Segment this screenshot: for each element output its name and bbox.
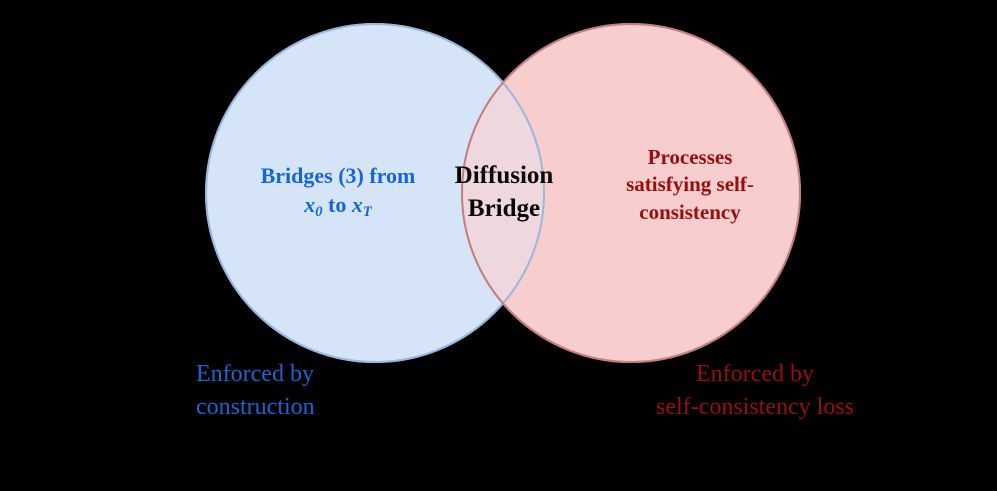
left-set-outline	[205, 23, 545, 363]
right-set-label: Processes satisfying self- consistency	[600, 144, 780, 226]
left-caption-line-1: Enforced by	[196, 361, 314, 387]
right-set-label-line-2: satisfying self-	[626, 172, 754, 197]
formula-xT-var: x	[351, 192, 363, 218]
left-caption-line-2: construction	[196, 394, 315, 421]
intersection-label: Diffusion Bridge	[442, 160, 566, 225]
left-set-caption: Enforced by construction	[196, 358, 456, 424]
formula-x0-var: x	[304, 192, 316, 218]
right-set-outline	[461, 23, 801, 363]
right-caption-line-2: self-consistency loss	[656, 394, 854, 421]
formula-x0-sub: 0	[315, 204, 323, 221]
right-set-label-line-1: Processes	[647, 145, 733, 169]
intersection-label-line-2: Bridge	[467, 194, 541, 222]
left-set-label: Bridges (3) from x0 to xT	[238, 162, 438, 222]
formula-xT-sub: T	[362, 204, 372, 221]
left-set-label-line-1: Bridges (3) from	[260, 163, 416, 188]
right-set-label-line-3: consistency	[639, 199, 741, 224]
left-set-formula: x0 to xT	[238, 191, 438, 222]
formula-to-word: to	[328, 192, 347, 218]
right-caption-line-1: Enforced by	[696, 361, 814, 387]
right-set-caption: Enforced by self-consistency loss	[590, 358, 920, 424]
intersection-label-line-1: Diffusion	[454, 162, 554, 189]
